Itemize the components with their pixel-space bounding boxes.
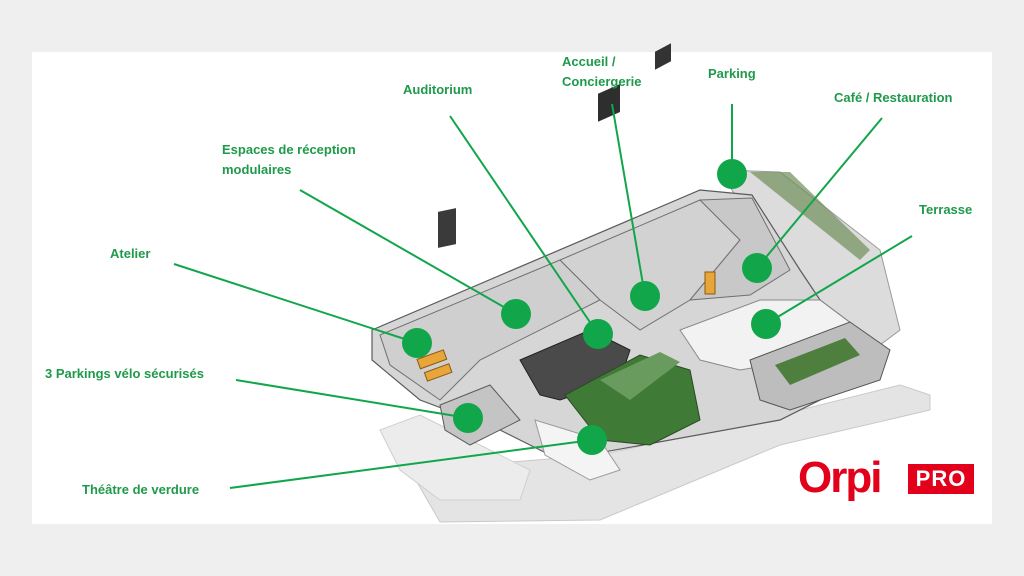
label-espaces-line1: Espaces de réception xyxy=(222,142,356,157)
marker-auditorium xyxy=(583,319,613,349)
parking-ramp-green xyxy=(750,172,870,260)
marker-velo xyxy=(453,403,483,433)
leader-line-terrasse xyxy=(765,235,913,325)
marker-atelier xyxy=(402,328,432,358)
leader-line-cafe xyxy=(756,117,883,269)
logo-badge: PRO xyxy=(908,464,974,494)
label-espaces-line2: modulaires xyxy=(222,162,292,177)
leader-line-auditorium xyxy=(449,115,599,335)
marker-terrasse xyxy=(751,309,781,339)
marker-accueil xyxy=(630,281,660,311)
marker-parking xyxy=(717,159,747,189)
marker-theatre xyxy=(577,425,607,455)
dark-room xyxy=(655,43,671,70)
label-atelier: Atelier xyxy=(110,246,151,261)
label-accueil-line2: Conciergerie xyxy=(562,74,642,89)
cafe-furniture xyxy=(704,271,716,295)
orpi-pro-logo: Orpi PRO xyxy=(798,452,978,508)
leader-line-velo xyxy=(235,379,469,419)
dark-room xyxy=(598,83,620,122)
leader-line-accueil xyxy=(611,103,646,297)
label-theatre: Théâtre de verdure xyxy=(82,482,200,497)
label-velo: 3 Parkings vélo sécurisés xyxy=(45,366,204,381)
leader-line-espaces xyxy=(299,189,517,315)
label-accueil-line1: Accueil / xyxy=(562,54,616,69)
lower-green-roof xyxy=(775,338,860,385)
label-cafe: Café / Restauration xyxy=(834,90,953,105)
logo-brand: Orpi xyxy=(798,453,882,502)
label-auditorium: Auditorium xyxy=(403,82,473,97)
marker-cafe xyxy=(742,253,772,283)
theatre-steps xyxy=(600,352,680,400)
leader-line-atelier xyxy=(173,263,418,344)
atelier-furniture xyxy=(423,363,453,382)
marker-espaces xyxy=(501,299,531,329)
dark-room xyxy=(438,208,456,248)
label-parking: Parking xyxy=(708,66,756,81)
atelier-furniture xyxy=(416,349,448,370)
leader-line-theatre xyxy=(229,439,593,489)
label-terrasse: Terrasse xyxy=(919,202,973,217)
